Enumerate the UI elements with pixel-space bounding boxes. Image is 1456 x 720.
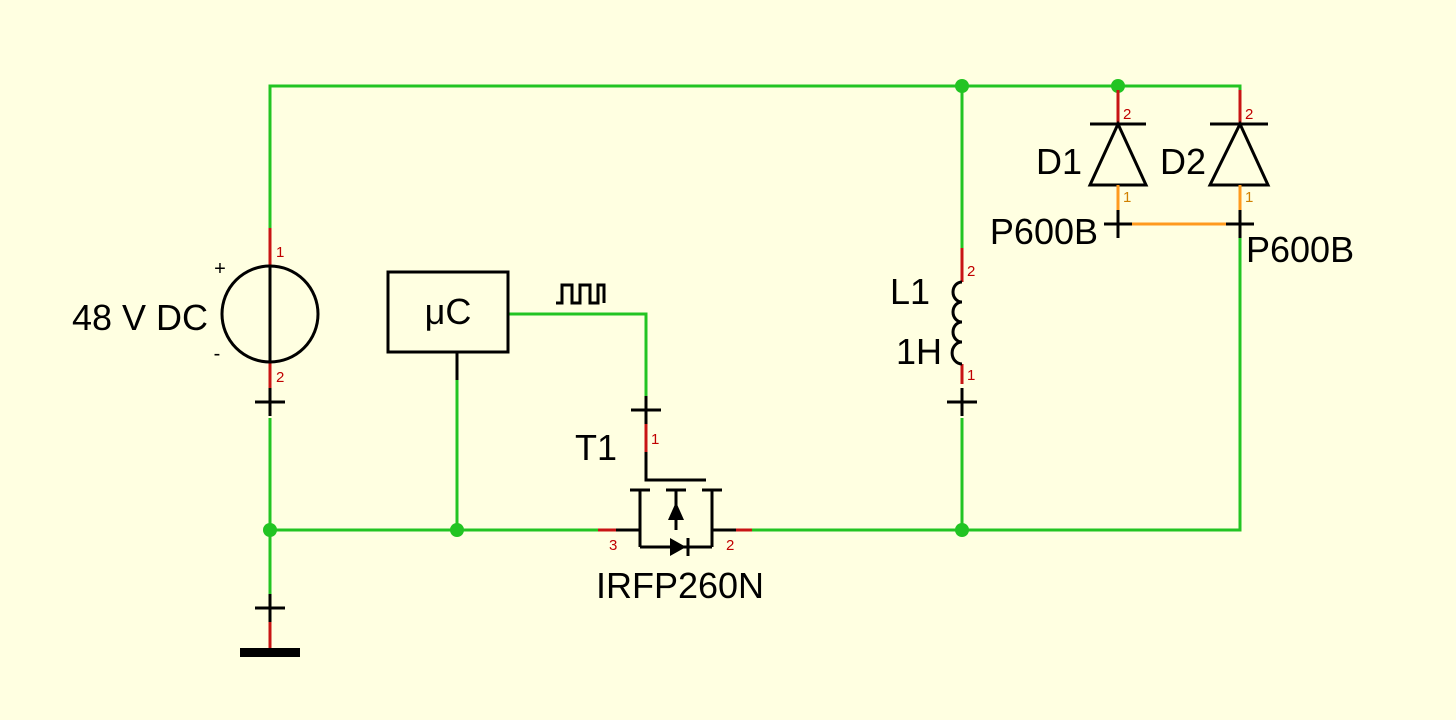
inductor-coil-icon	[950, 280, 963, 366]
l1-pin-1-number: 1	[967, 367, 975, 384]
gate-terminal-cross	[631, 396, 661, 424]
body-diode-icon	[670, 538, 686, 556]
source-pin-2-number: 2	[276, 369, 284, 386]
d1-diode-icon	[1087, 120, 1149, 187]
diode-d1[interactable]: D1 P600B 2 1	[990, 90, 1149, 252]
t1-part: IRFP260N	[596, 565, 764, 606]
pwm-signal-icon	[556, 283, 606, 305]
l1-ref: L1	[890, 271, 930, 312]
microcontroller[interactable]: μC	[386, 270, 606, 380]
junction-dot	[1111, 79, 1125, 93]
inductor-terminal-cross	[947, 388, 977, 416]
t1-ref: T1	[575, 427, 617, 468]
d1-pin-1-number: 1	[1123, 189, 1131, 206]
mosfet-t1[interactable]: T1 1 3 2 IRFP260N	[575, 396, 764, 606]
d2-terminal-cross	[1226, 210, 1254, 238]
wire-top-right	[1118, 84, 1242, 90]
junctions	[263, 79, 1125, 537]
l1-pin-2-number: 2	[967, 263, 975, 280]
t1-pin-1-number: 1	[651, 431, 659, 448]
d1-ref: D1	[1036, 141, 1082, 182]
uc-box	[386, 270, 510, 354]
junction-dot	[955, 523, 969, 537]
l1-value: 1H	[896, 331, 942, 372]
junction-dot	[263, 523, 277, 537]
gate-lead	[644, 452, 706, 482]
ground-symbol-icon	[240, 648, 300, 657]
t1-pin-3-number: 3	[609, 537, 617, 554]
source-pin-1-number: 1	[276, 244, 284, 261]
voltage-source[interactable]: 48 V DC + - 1 2	[72, 228, 320, 416]
ground-terminal-cross	[255, 594, 285, 622]
wire-uc-gate	[508, 312, 648, 396]
d2-ref: D2	[1160, 141, 1206, 182]
t1-pin-2-number: 2	[726, 537, 734, 554]
junction-dot	[450, 523, 464, 537]
diode-d2[interactable]: D2 P600B 2 1	[1160, 90, 1354, 270]
uc-label: μC	[425, 291, 472, 332]
junction-dot	[955, 79, 969, 93]
source-terminal-cross	[255, 388, 285, 416]
mosfet-arrow-icon	[668, 502, 684, 520]
source-minus: -	[214, 343, 221, 365]
d1-part: P600B	[990, 211, 1098, 252]
d1-terminal-cross	[1104, 210, 1132, 238]
source-plus: +	[214, 258, 226, 280]
wires	[268, 84, 1242, 594]
inductor-l1[interactable]: L1 1H 2 1	[890, 248, 977, 416]
d2-pin-2-number: 2	[1245, 106, 1253, 123]
ground[interactable]	[240, 594, 300, 657]
wire-top-left	[268, 84, 1118, 228]
d2-part: P600B	[1246, 229, 1354, 270]
mosfet-terminals	[616, 528, 736, 547]
wire-ground-bus-right	[752, 236, 1242, 532]
d2-pin-1-number: 1	[1245, 189, 1253, 206]
d2-diode-icon	[1207, 120, 1271, 187]
d1-pin-2-number: 2	[1123, 106, 1131, 123]
source-label: 48 V DC	[72, 297, 208, 338]
